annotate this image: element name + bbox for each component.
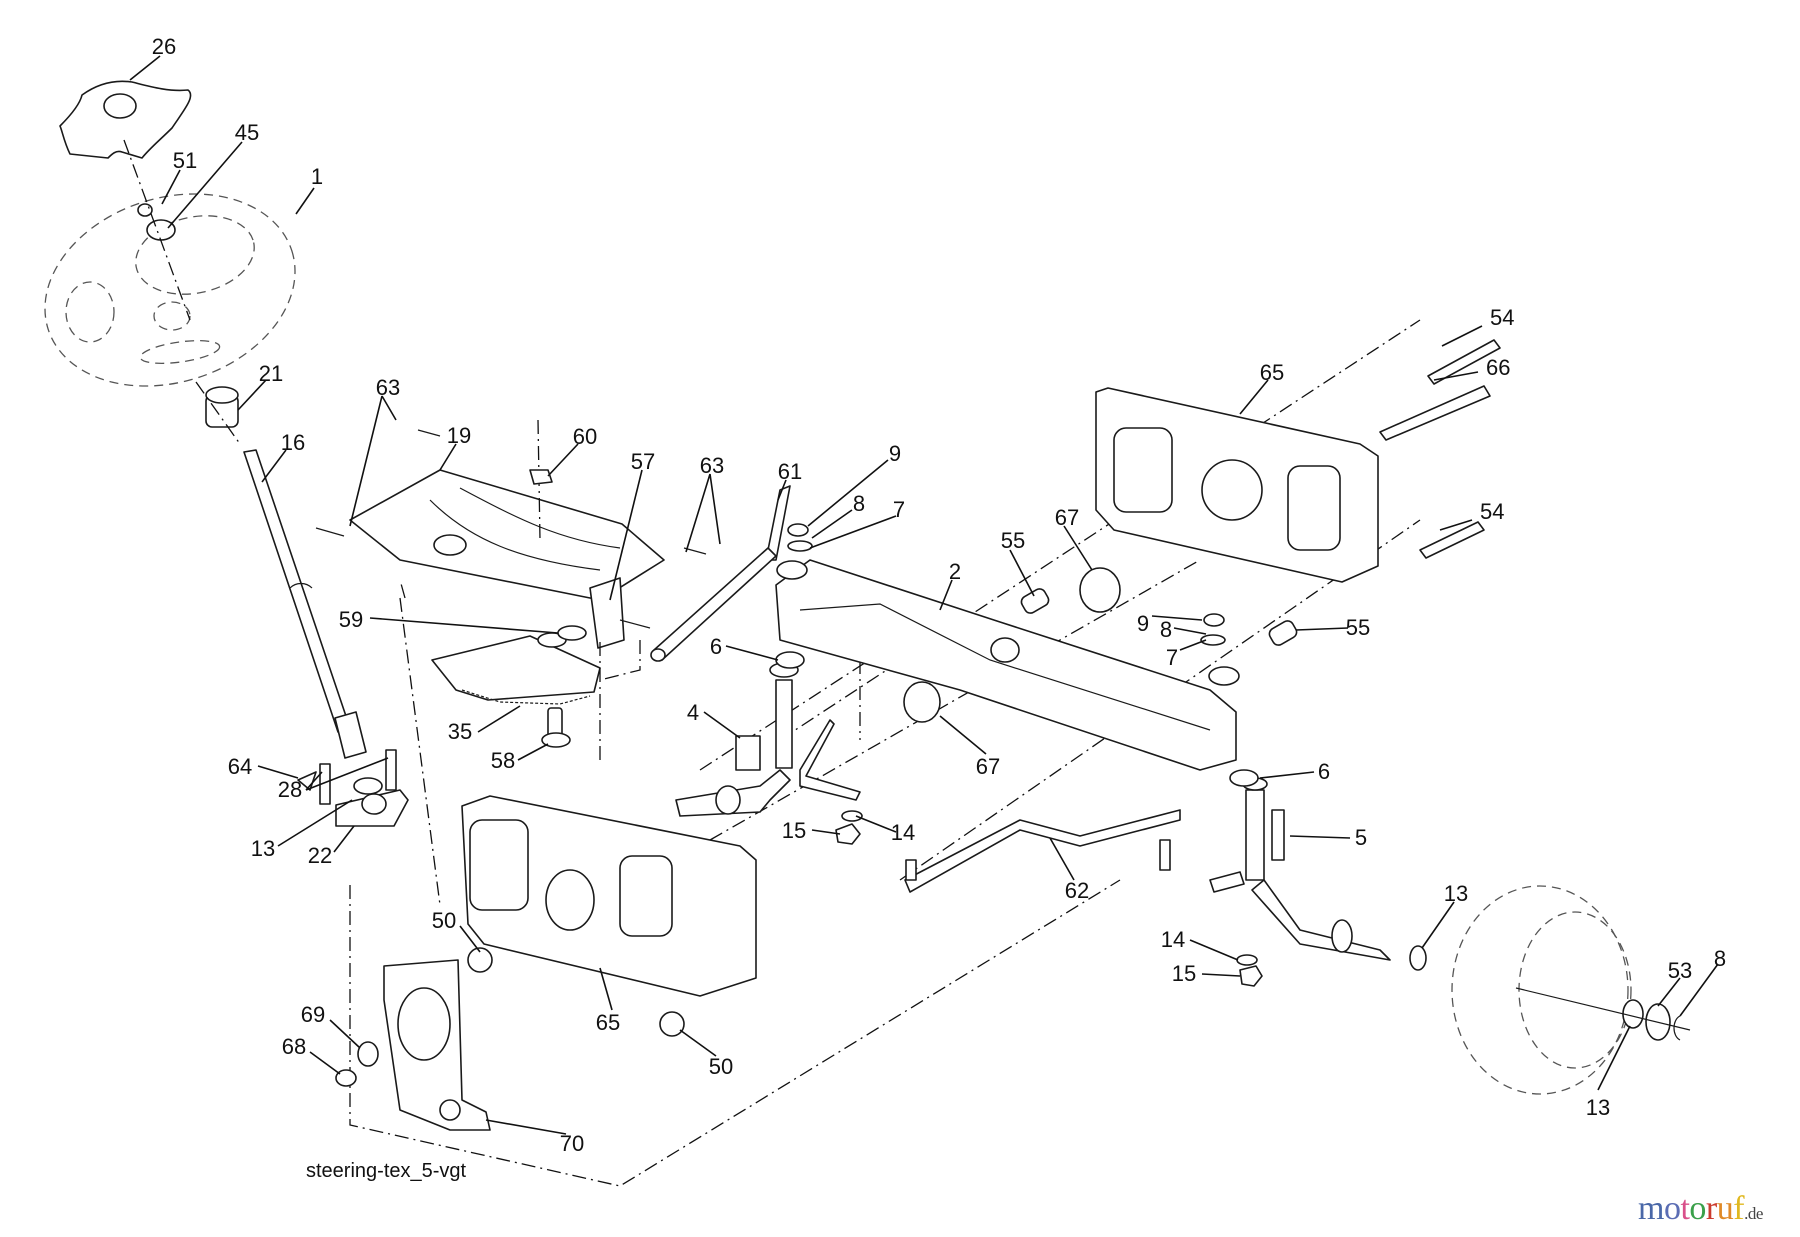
callout-13[interactable]: 13 [1444,881,1468,906]
callout-65[interactable]: 65 [1260,360,1284,385]
diagram-code-label: steering-tex_5-vgt [306,1160,467,1182]
logo-letter: m [1638,1190,1664,1227]
callout-8[interactable]: 8 [853,491,865,516]
callout-70[interactable]: 70 [560,1131,584,1156]
callout-14[interactable]: 14 [1161,927,1185,952]
callout-67[interactable]: 67 [976,754,1000,779]
leader-lines [129,55,1719,1135]
steering-shaft-part [195,381,367,759]
callout-45[interactable]: 45 [235,120,259,145]
axle-bracket-bottom-part [461,795,757,1037]
spindle-right-part [1209,777,1391,961]
callout-15[interactable]: 15 [1172,961,1196,986]
callout-6[interactable]: 6 [710,634,722,659]
logo-letter: o [1663,1190,1681,1227]
callout-22[interactable]: 22 [308,843,332,868]
callout-16[interactable]: 16 [281,430,305,455]
callout-61[interactable]: 61 [778,459,802,484]
callout-63[interactable]: 63 [376,375,400,400]
callout-7[interactable]: 7 [893,497,905,522]
hardware-parts [315,429,1427,987]
logo-suffix: .de [1744,1204,1763,1223]
logo-letter: u [1716,1190,1734,1227]
callout-7[interactable]: 7 [1166,645,1178,670]
spindle-left-part [675,662,861,817]
steering-cap-part [59,80,192,159]
callout-5[interactable]: 5 [1355,825,1367,850]
callout-8[interactable]: 8 [1714,946,1726,971]
callout-62[interactable]: 62 [1065,878,1089,903]
bearing-flange-part [297,749,409,827]
callout-51[interactable]: 51 [173,148,197,173]
callout-6[interactable]: 6 [1318,759,1330,784]
callout-14[interactable]: 14 [891,820,915,845]
callout-60[interactable]: 60 [573,424,597,449]
logo-wordmark: motoruf [1638,1190,1745,1227]
steering-plate-part [349,419,665,649]
callout-19[interactable]: 19 [447,423,471,448]
callout-66[interactable]: 66 [1486,355,1510,380]
callout-26[interactable]: 26 [152,34,176,59]
callout-63[interactable]: 63 [700,453,724,478]
callout-28[interactable]: 28 [278,777,302,802]
callout-55[interactable]: 55 [1001,528,1025,553]
callout-13[interactable]: 13 [1586,1095,1610,1120]
logo-letter: t [1680,1190,1690,1227]
callout-35[interactable]: 35 [448,719,472,744]
callout-2[interactable]: 2 [949,559,961,584]
callout-55[interactable]: 55 [1346,615,1370,640]
callout-57[interactable]: 57 [631,449,655,474]
sector-gear-part [431,632,601,748]
callout-50[interactable]: 50 [432,908,456,933]
callout-64[interactable]: 64 [228,754,252,779]
callout-53[interactable]: 53 [1668,958,1692,983]
wheel-part [1451,885,1691,1095]
callout-15[interactable]: 15 [782,818,806,843]
callout-13[interactable]: 13 [251,836,275,861]
steering-wheel-part [44,139,296,387]
callout-50[interactable]: 50 [709,1054,733,1079]
callout-1[interactable]: 1 [311,164,323,189]
callout-59[interactable]: 59 [339,607,363,632]
callout-67[interactable]: 67 [1055,505,1079,530]
callout-21[interactable]: 21 [259,361,283,386]
callout-54[interactable]: 54 [1490,305,1514,330]
callout-9[interactable]: 9 [889,441,901,466]
callout-labels: 26 51 45 1 21 16 63 19 60 57 63 61 9 8 7… [152,34,1726,1156]
callout-69[interactable]: 69 [301,1002,325,1027]
tie-rod-part [904,809,1181,893]
callout-8[interactable]: 8 [1160,617,1172,642]
plate-70-part [335,959,491,1131]
callout-4[interactable]: 4 [687,700,699,725]
callout-9[interactable]: 9 [1137,611,1149,636]
drag-link-part [650,485,791,662]
axle-bracket-top-part [1095,339,1501,583]
logo-letter: f [1733,1190,1745,1227]
callout-54[interactable]: 54 [1480,499,1504,524]
logo-letter: r [1705,1190,1717,1227]
callout-68[interactable]: 68 [282,1034,306,1059]
front-axle-part [775,523,1298,771]
callout-65[interactable]: 65 [596,1010,620,1035]
motoruf-logo[interactable]: motoruf.de [1638,1190,1763,1228]
callout-58[interactable]: 58 [491,748,515,773]
logo-letter: o [1689,1190,1706,1227]
